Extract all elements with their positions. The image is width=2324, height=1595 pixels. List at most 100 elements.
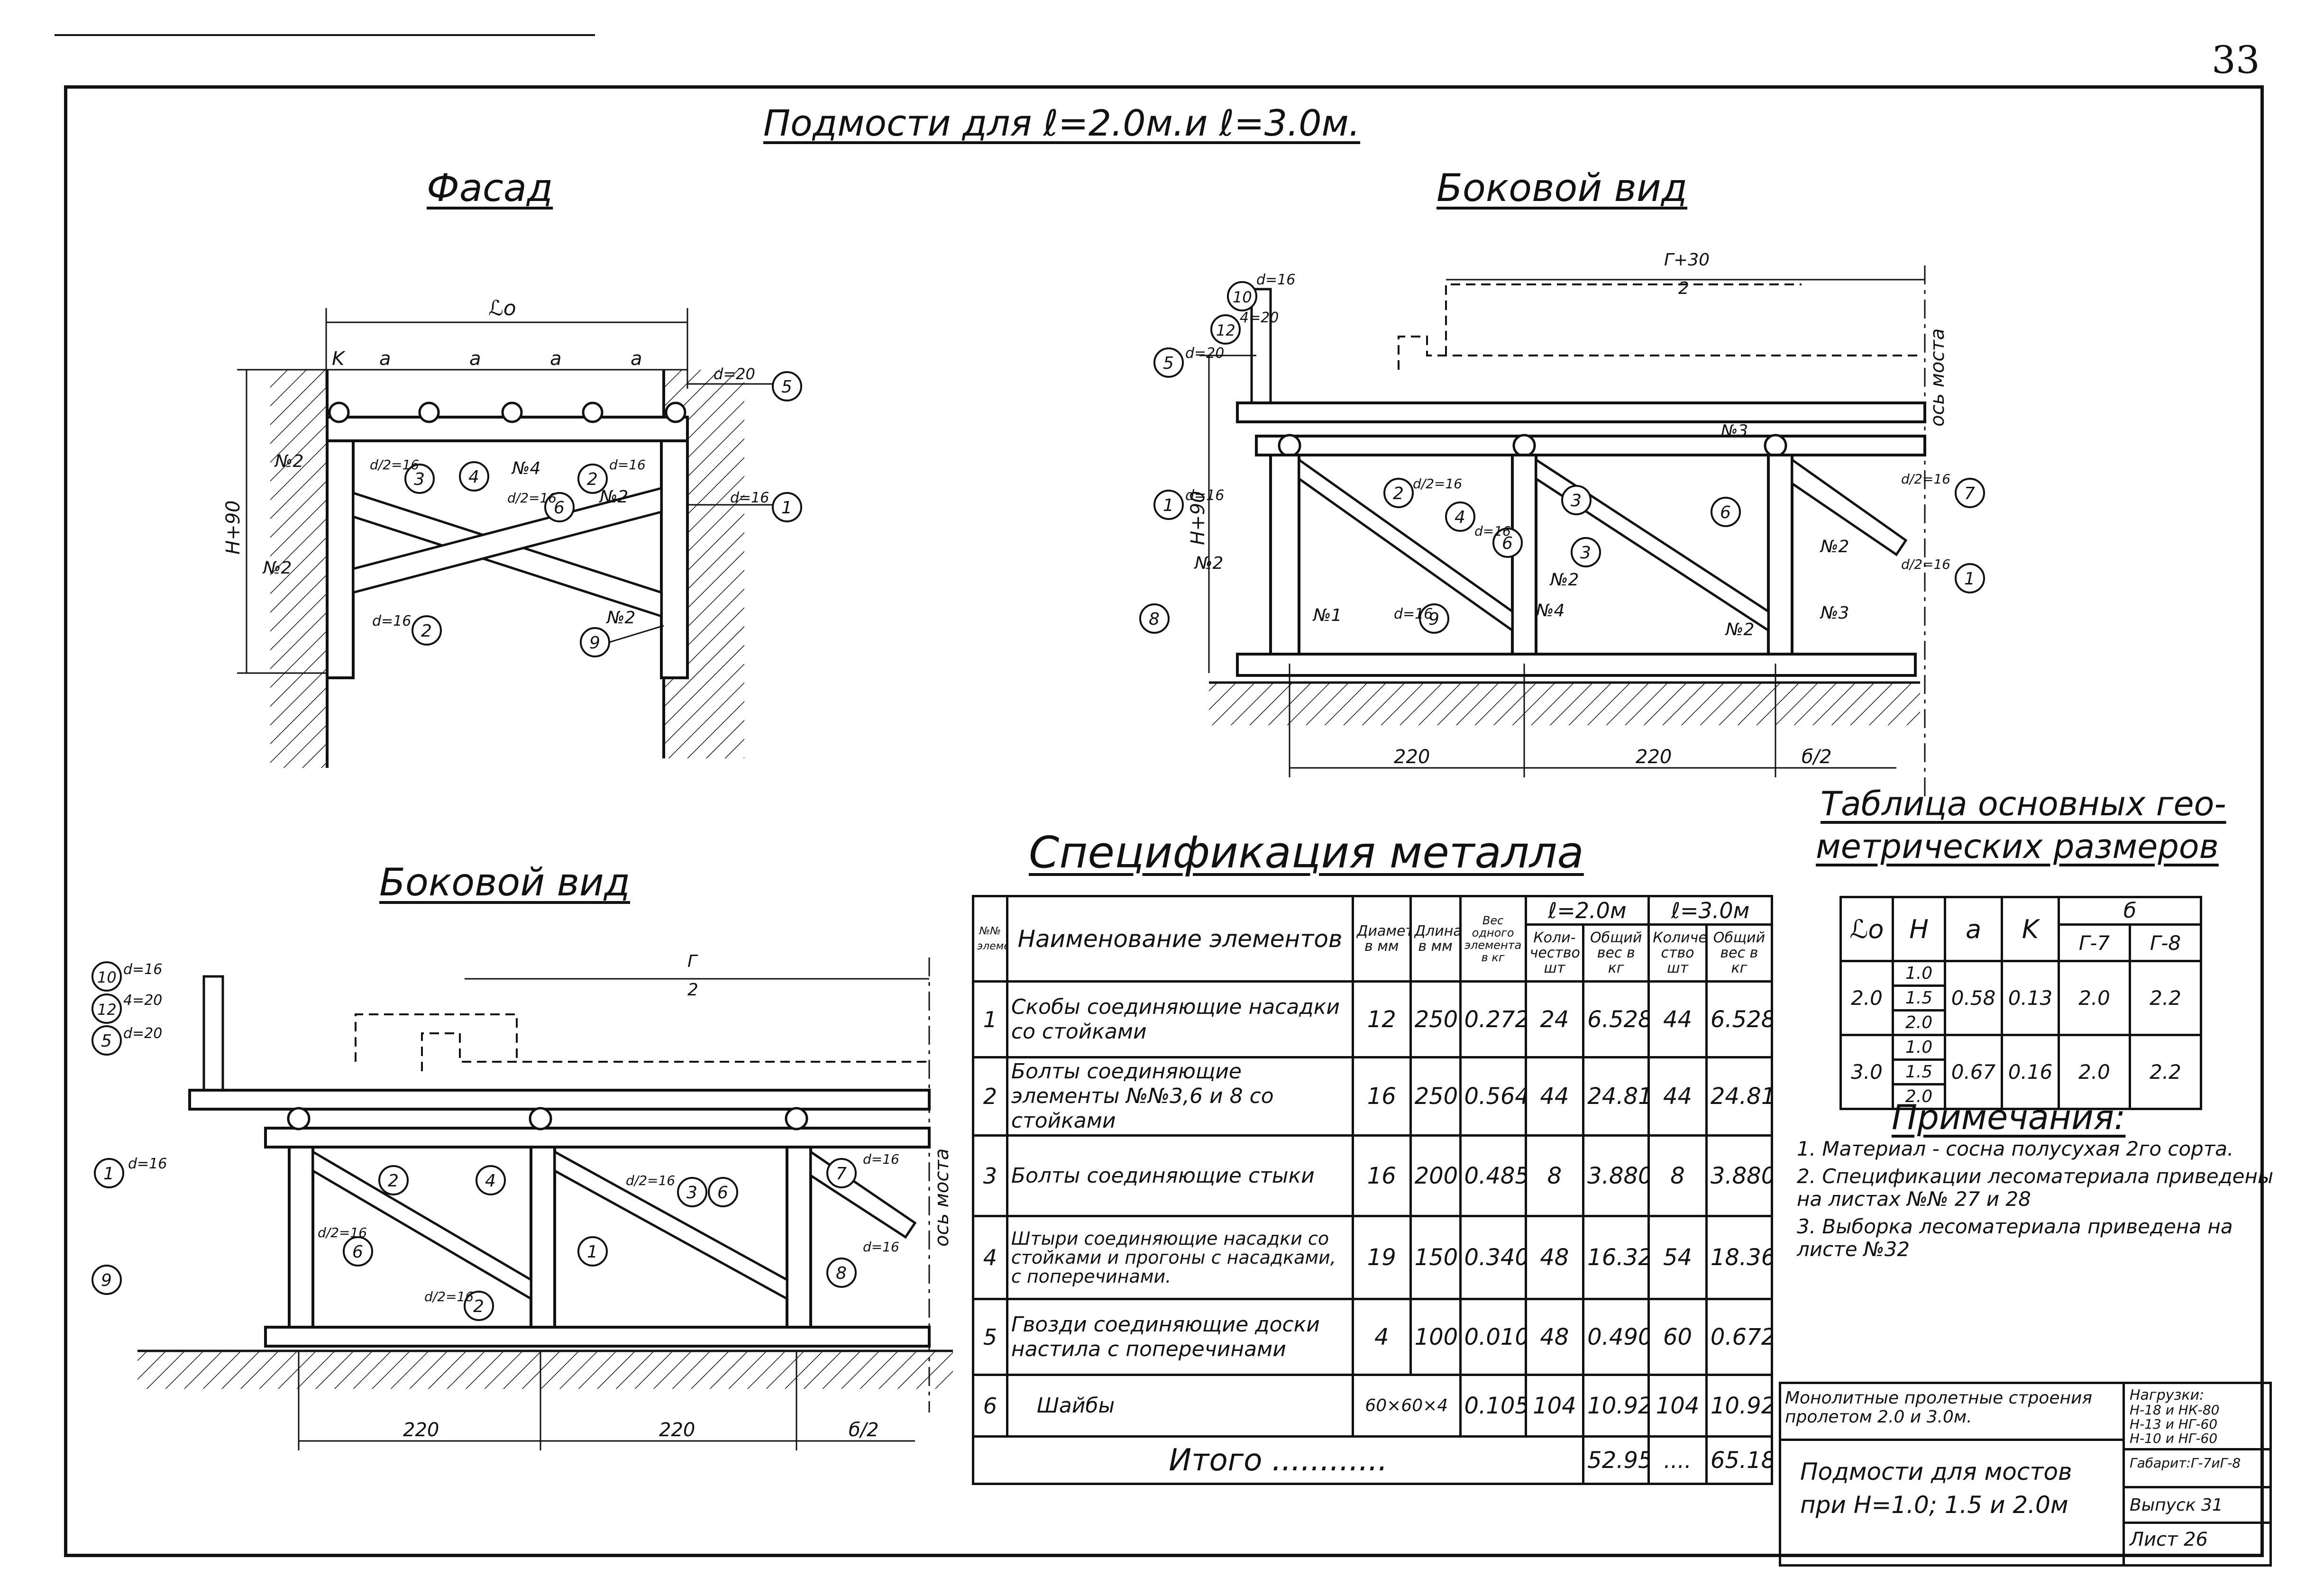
spec-cell-w1: 10.920	[1582, 1374, 1650, 1438]
geo-k: 0.13	[2001, 960, 2060, 1036]
geo-h-a: a	[1944, 896, 2003, 962]
spec-cell-w1: 6.528	[1582, 980, 1650, 1058]
side-bot-label-2: d=20	[123, 1025, 162, 1042]
spec-cell-w1: 0.490	[1582, 1298, 1650, 1376]
side-view-top-drawing: Г+30 2 ось моста H+90 220 220 б/2 d=16 4…	[1139, 250, 1985, 796]
facade-dim-height: H+90	[222, 501, 244, 555]
spec-cell-d: 16	[1352, 1056, 1412, 1137]
stamp-loads-title: Нагрузки:	[2130, 1387, 2205, 1404]
side-bot-label-5: d=16	[863, 1151, 899, 1167]
side-bot-label-8: d/2=16	[424, 1289, 474, 1304]
facade-label-10: №2	[606, 608, 635, 628]
note-item: 3. Выборка лесоматериала приведена на ли…	[1797, 1215, 2233, 1261]
side-bot-label-3: d=16	[128, 1156, 167, 1172]
side-top-c4: 1	[1163, 496, 1174, 515]
side-bot-c12: 9	[101, 1271, 112, 1290]
spec-cell-w: 0.485	[1459, 1134, 1527, 1217]
geo-h-h: H	[1892, 896, 1946, 962]
side-view2-title: Боковой вид	[379, 860, 631, 904]
spec-cell-name: Болты соединяющие стыки	[1006, 1134, 1354, 1217]
side-top-c1: 12	[1216, 321, 1235, 339]
facade-label-3: №4	[511, 459, 540, 478]
side-bot-half: Г	[687, 952, 698, 971]
spec-cell-w2: 3.880	[1705, 1134, 1774, 1217]
spec-cell-n: 1	[972, 980, 1008, 1058]
spec-h-grp2: ℓ=3.0м	[1647, 895, 1773, 926]
facade-dim-top: ℒo	[488, 296, 516, 320]
side-bot-axis: ось моста	[931, 1148, 953, 1247]
geo-a: 0.67	[1944, 1034, 2003, 1110]
stamp-divider-h2	[2123, 1448, 2269, 1450]
side-top-c3: 7	[1964, 484, 1975, 503]
spec-cell-n: 5	[972, 1298, 1008, 1376]
side-top-label-5: d=16	[1185, 487, 1224, 504]
spec-cell-q1: 24	[1524, 980, 1585, 1058]
stamp-drawing: Подмости для мостов при Н=1.0; 1.5 и 2.0…	[1800, 1458, 2072, 1519]
side-bot-c3: 1	[103, 1164, 114, 1184]
side-top-c0: 10	[1233, 288, 1252, 306]
spec-cell-name: Штыри соединяющие насадки со стойками и …	[1006, 1215, 1354, 1300]
side-bot-span1: 220	[403, 1419, 439, 1441]
spec-total2: 65.18	[1705, 1435, 1774, 1485]
facade-label-c6: 2	[421, 621, 432, 641]
side-bot-c8: 7	[836, 1164, 847, 1184]
side-bot-c7: 6	[717, 1183, 728, 1203]
side-top-span2: 220	[1636, 746, 1672, 768]
facade-label-c7: 9	[589, 633, 600, 653]
spec-cell-q1: 48	[1524, 1215, 1585, 1300]
geo-g8: 2.2	[2128, 1034, 2203, 1110]
facade-label-c4: 2	[587, 470, 598, 489]
spec-cell-d: 12	[1352, 980, 1412, 1058]
spec-cell-w2: 10.920	[1705, 1374, 1774, 1438]
spec-h-qty: Коли-чество шт	[1524, 923, 1585, 983]
side-top-c6: 4	[1455, 508, 1465, 527]
geo-h-g8: Г-8	[2128, 923, 2203, 962]
sheet-title: Подмости для ℓ=2.0м.и ℓ=3.0м.	[763, 102, 1361, 144]
title-block: Монолитные пролетные строения пролетом 2…	[1779, 1382, 2272, 1567]
spec-cell-name: Гвозди соединяющие доски настила с попер…	[1006, 1298, 1354, 1376]
side-top-label-16: №2	[1820, 537, 1849, 556]
geo-title-line1: Таблица основных гео-	[1821, 784, 2226, 823]
geo-g7: 2.0	[2058, 1034, 2131, 1110]
stamp-divider-h4	[2123, 1522, 2269, 1524]
spec-cell-l: 200	[1409, 1134, 1462, 1217]
spec-cell-name: Шайбы	[1006, 1374, 1354, 1438]
geo-a: 0.58	[1944, 960, 2003, 1036]
spec-cell-q1: 8	[1524, 1134, 1585, 1217]
side-bot-c6: 3	[686, 1183, 697, 1203]
side-top-label-0: d=16	[1256, 272, 1295, 288]
facade-dim-k: K	[332, 348, 346, 370]
spec-cell-w1: 16.320	[1582, 1215, 1650, 1300]
spec-cell-w: 0.272	[1459, 980, 1527, 1058]
geo-lo: 2.0	[1839, 960, 1894, 1036]
spec-h-wt2: Общий вес в кг	[1705, 923, 1774, 983]
spec-cell-d: 19	[1352, 1215, 1412, 1300]
stamp-issue: Выпуск 31	[2130, 1495, 2223, 1515]
geo-g8: 2.2	[2128, 960, 2203, 1036]
spec-cell-w: 0.340	[1459, 1215, 1527, 1300]
spec-cell-w1: 24.816	[1582, 1056, 1650, 1137]
spec-cell-l: 250	[1409, 1056, 1462, 1137]
facade-label-5: d/2=16	[507, 490, 557, 506]
geo-h-k: K	[2001, 896, 2060, 962]
facade-label-1: №2	[274, 452, 303, 471]
notes-title: Примечания:	[1892, 1097, 2126, 1137]
facade-label-c3: 6	[554, 498, 565, 518]
spec-cell-name: Болты соединяющие элементы №№3,6 и 8 со …	[1006, 1056, 1354, 1137]
side-top-label-14: №3	[1820, 603, 1849, 623]
spec-cell-w: 0.105	[1459, 1374, 1527, 1438]
spec-cell-w2: 18.360	[1705, 1215, 1774, 1300]
side-top-c7: 6	[1502, 534, 1513, 553]
stamp-load-3: Н-10 и НГ-60	[2130, 1431, 2218, 1446]
spec-cell-d: 4	[1352, 1298, 1412, 1376]
geo-title-line2: метрических размеров	[1816, 827, 2219, 866]
side-top-label-7: d=16	[1474, 523, 1511, 539]
side-bot-label-7: d=16	[863, 1239, 899, 1255]
spec-h-wt: Общий вес в кг	[1582, 923, 1650, 983]
spec-cell-n: 2	[972, 1056, 1008, 1137]
spec-cell-q2: 44	[1647, 1056, 1708, 1137]
side-bot-span2: 220	[659, 1419, 695, 1441]
geo-h2: 1.5	[1892, 1058, 1946, 1085]
